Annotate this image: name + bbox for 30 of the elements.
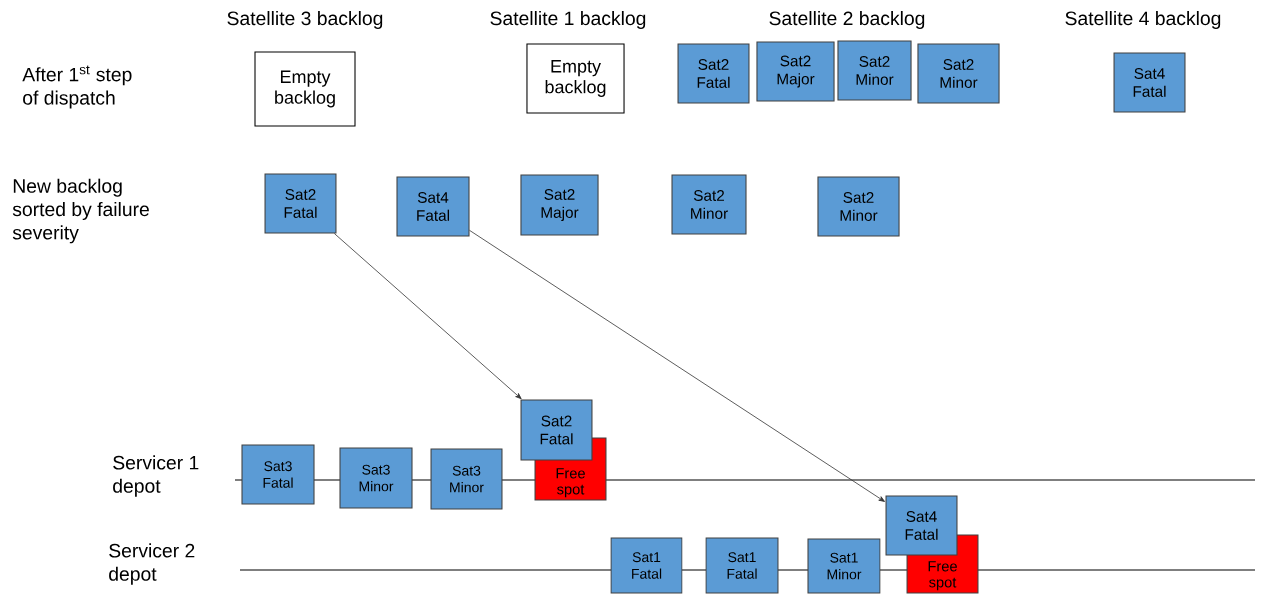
task-box: Sat1 Minor bbox=[807, 538, 881, 594]
column-heading: Satellite 1 backlog bbox=[490, 11, 646, 29]
row-label: After 1$^{st}$ step of dispatch bbox=[22, 65, 132, 109]
task-box: Sat2 Minor bbox=[837, 40, 912, 101]
task-box: Sat4 Fatal bbox=[396, 176, 470, 237]
row-label: Servicer 2 depot bbox=[109, 543, 195, 585]
column-heading: Satellite 2 backlog bbox=[769, 11, 925, 29]
arrow bbox=[469, 229, 885, 502]
task-box: Sat3 Minor bbox=[339, 447, 413, 509]
task-box: Sat3 Minor bbox=[430, 448, 503, 510]
column-heading: Satellite 4 backlog bbox=[1065, 11, 1221, 29]
row-label: Servicer 1 depot bbox=[113, 455, 199, 497]
task-box: Sat2 Fatal bbox=[264, 173, 337, 234]
task-box: Sat2 Minor bbox=[671, 174, 747, 235]
task-box: Sat3 Fatal bbox=[241, 444, 315, 505]
empty-backlog-box: Empty backlog bbox=[526, 43, 625, 114]
task-box: Sat1 Fatal bbox=[610, 537, 683, 594]
row-label: New backlog sorted by failure severity bbox=[12, 178, 149, 244]
empty-backlog-box: Empty backlog bbox=[254, 51, 356, 127]
task-box: Sat2 Fatal bbox=[677, 43, 750, 104]
task-box: Sat4 Fatal bbox=[885, 495, 958, 556]
task-box: Sat2 Major bbox=[756, 41, 835, 102]
column-heading: Satellite 3 backlog bbox=[227, 11, 383, 29]
task-box: Sat2 Major bbox=[520, 174, 599, 236]
task-box: Sat4 Fatal bbox=[1113, 52, 1186, 113]
task-box: Sat1 Fatal bbox=[705, 537, 779, 594]
task-box: Sat2 Minor bbox=[817, 176, 900, 237]
task-box: Sat2 Fatal bbox=[520, 399, 593, 461]
task-box: Sat2 Minor bbox=[917, 43, 1000, 104]
arrow bbox=[333, 233, 522, 400]
